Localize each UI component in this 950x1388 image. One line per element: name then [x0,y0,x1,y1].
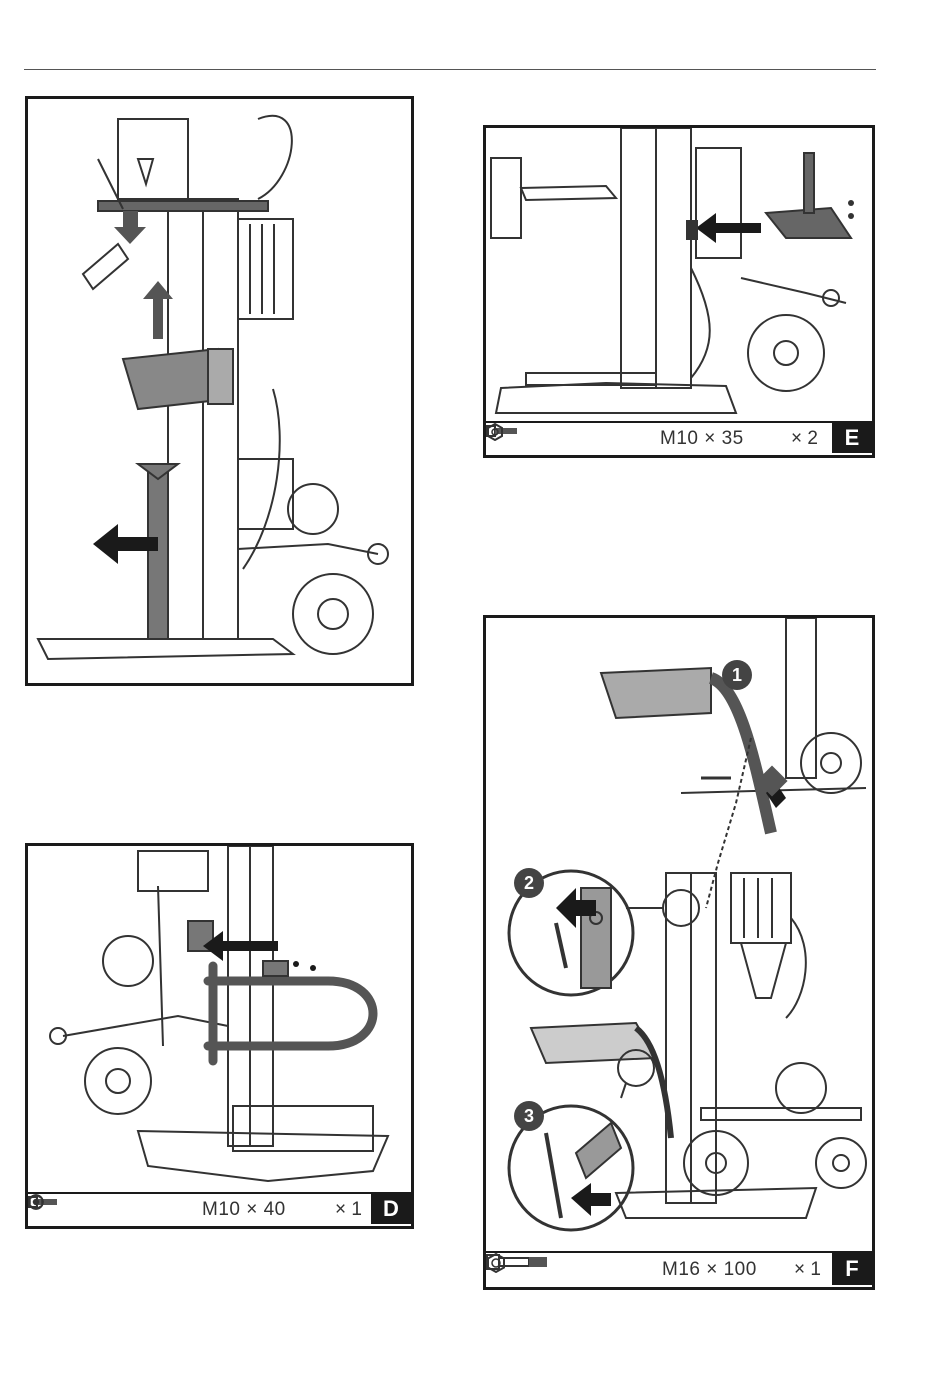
nut-icon [486,423,504,441]
hardware-spec: M10 × 40 [202,1199,286,1221]
handle-mount-illustration [486,128,872,423]
step-letter-badge: D [371,1194,411,1224]
hardware-bar: M10 × 35 × 2 E [486,421,872,455]
nut-icon [486,1253,506,1273]
hardware-bar: M16 × 100 × 1 F [486,1251,872,1287]
hardware-quantity: × 1 [794,1259,821,1281]
tray-attachment-illustration [486,618,872,1254]
hardware-quantity: × 1 [335,1199,362,1221]
log-splitter-column-illustration [28,99,411,683]
illustration-panel-f: 1 2 3 M16 × 100 × 1 F [483,615,875,1290]
header-rule [24,69,876,70]
hardware-bar: M10 × 40 × 1 D [28,1192,411,1226]
illustration-panel-e: M10 × 35 × 2 E [483,125,875,458]
illustration-panel-d: M10 × 40 × 1 D [25,843,414,1229]
hardware-quantity: × 2 [791,428,818,450]
illustration-panel-top-left [25,96,414,686]
step-number-2: 2 [514,868,544,898]
guard-mount-illustration [28,846,411,1194]
step-letter-badge: F [832,1253,872,1285]
step-number-3: 3 [514,1101,544,1131]
step-number-1: 1 [722,660,752,690]
hardware-spec: M10 × 35 [660,428,744,450]
hardware-spec: M16 × 100 [662,1259,757,1281]
nut-icon [28,1194,44,1210]
step-letter-badge: E [832,423,872,453]
